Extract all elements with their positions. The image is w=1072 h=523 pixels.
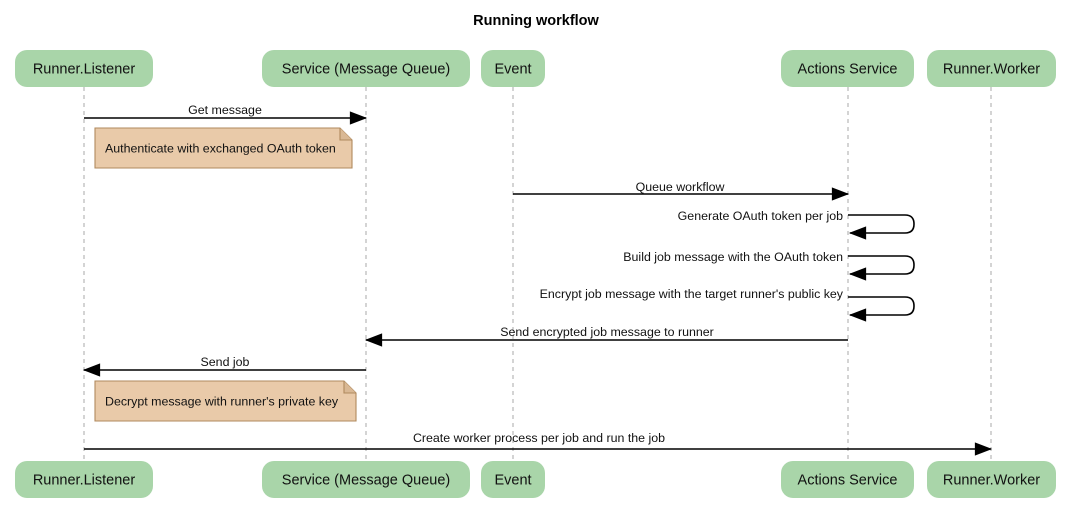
notes-layer: Authenticate with exchanged OAuth tokenD…: [94, 127, 357, 422]
message-queue-workflow[interactable]: Queue workflow: [513, 180, 850, 201]
participant-box[interactable]: [15, 461, 153, 498]
message-send-job[interactable]: Send job: [82, 355, 366, 377]
participant-box[interactable]: [781, 50, 914, 87]
participant-label: Event: [494, 62, 531, 78]
participant-label: Actions Service: [798, 62, 898, 78]
note-decrypt-message-with-runners-private-key[interactable]: Decrypt message with runner's private ke…: [94, 380, 357, 422]
self-loop-path: [848, 296, 915, 322]
message-get-message[interactable]: Get message: [84, 103, 368, 125]
message-label: Create worker process per job and run th…: [413, 431, 665, 445]
note-fold-corner: [339, 128, 352, 141]
message-generate-oauth-token-per-job[interactable]: Generate OAuth token per job: [678, 209, 915, 240]
participant-box[interactable]: [262, 50, 470, 87]
participant-service-message-queue-top[interactable]: Service (Message Queue): [262, 50, 470, 87]
participant-box[interactable]: [927, 50, 1056, 87]
self-loop-path: [848, 255, 915, 281]
participant-actions-service-top[interactable]: Actions Service: [781, 50, 914, 87]
participant-runner-worker-top[interactable]: Runner.Worker: [927, 50, 1056, 87]
note-fold-corner: [343, 381, 356, 394]
message-label: Encrypt job message with the target runn…: [540, 287, 844, 301]
message-encrypt-job-message-with-public-key[interactable]: Encrypt job message with the target runn…: [540, 287, 915, 322]
participant-label: Service (Message Queue): [282, 62, 450, 78]
participant-box[interactable]: [481, 461, 545, 498]
participant-label: Runner.Worker: [943, 62, 1040, 78]
note-label: Authenticate with exchanged OAuth token: [105, 142, 336, 156]
participant-box[interactable]: [781, 461, 914, 498]
message-label: Send job: [201, 355, 250, 369]
message-label: Get message: [188, 103, 262, 117]
participant-runner-worker-bottom[interactable]: Runner.Worker: [927, 461, 1056, 498]
lifelines-layer: [83, 87, 992, 461]
note-label: Decrypt message with runner's private ke…: [105, 395, 339, 409]
participant-event-bottom[interactable]: Event: [481, 461, 545, 498]
participant-event-top[interactable]: Event: [481, 50, 545, 87]
message-label: Build job message with the OAuth token: [623, 250, 843, 264]
participant-label: Actions Service: [798, 473, 898, 489]
participant-label: Runner.Worker: [943, 473, 1040, 489]
message-create-worker-process-per-job[interactable]: Create worker process per job and run th…: [84, 431, 993, 456]
participant-label: Service (Message Queue): [282, 473, 450, 489]
message-build-job-message-with-oauth-token[interactable]: Build job message with the OAuth token: [623, 250, 915, 281]
note-body: [94, 127, 353, 169]
participant-label: Event: [494, 473, 531, 489]
participant-service-message-queue-bottom[interactable]: Service (Message Queue): [262, 461, 470, 498]
message-label: Generate OAuth token per job: [678, 209, 843, 223]
note-authenticate-with-exchanged-oauth-token[interactable]: Authenticate with exchanged OAuth token: [94, 127, 353, 169]
participant-label: Runner.Listener: [33, 473, 136, 489]
page-title: Running workflow: [473, 13, 599, 29]
participant-runner-listener-bottom[interactable]: Runner.Listener: [15, 461, 153, 498]
participant-box[interactable]: [927, 461, 1056, 498]
self-loop-path: [848, 214, 915, 240]
participant-box[interactable]: [262, 461, 470, 498]
message-label: Send encrypted job message to runner: [500, 325, 714, 339]
participant-actions-service-bottom[interactable]: Actions Service: [781, 461, 914, 498]
participant-label: Runner.Listener: [33, 62, 136, 78]
message-send-encrypted-job-message-to-runner[interactable]: Send encrypted job message to runner: [364, 325, 848, 347]
note-body: [94, 380, 357, 422]
participant-box[interactable]: [15, 50, 153, 87]
message-label: Queue workflow: [636, 180, 725, 194]
participant-runner-listener-top[interactable]: Runner.Listener: [15, 50, 153, 87]
participant-box[interactable]: [481, 50, 545, 87]
